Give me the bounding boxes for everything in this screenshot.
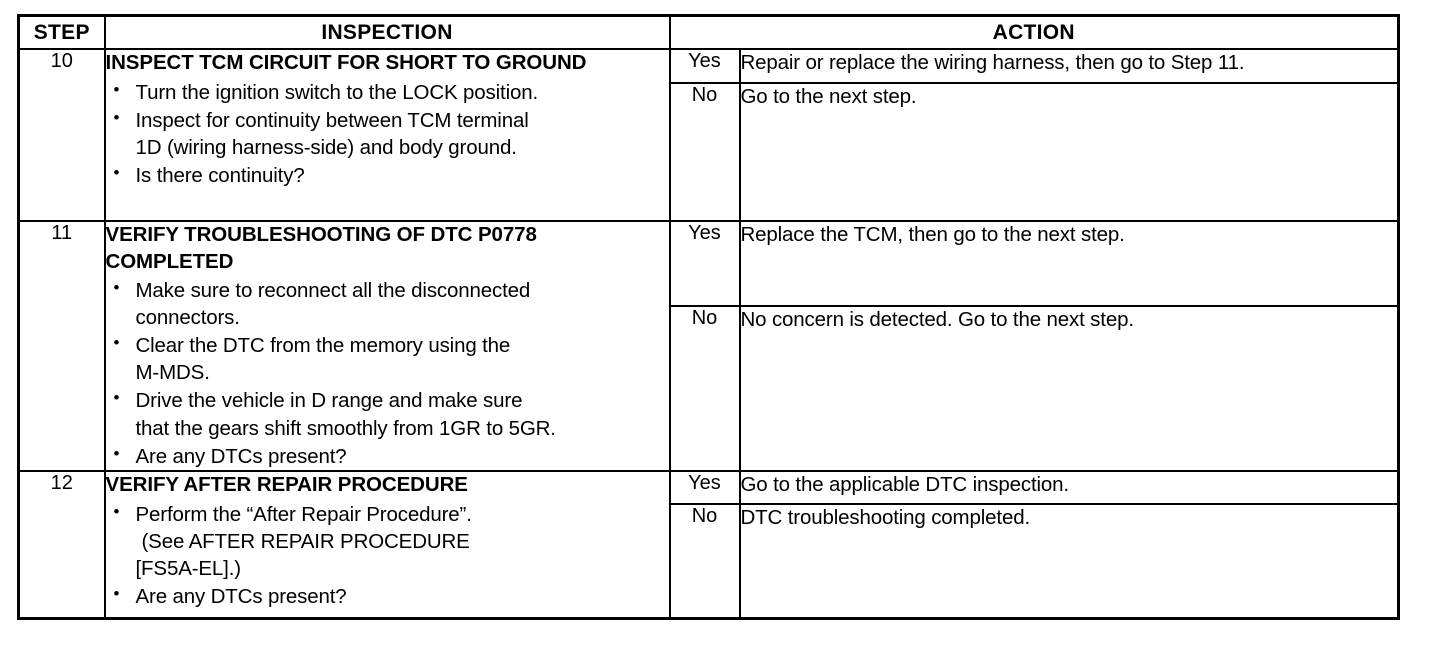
list-item: • Is there continuity?: [106, 162, 669, 189]
list-item: • Make sure to reconnect all the disconn…: [106, 277, 669, 331]
bullet-line: that the gears shift smoothly from 1GR t…: [135, 416, 557, 440]
inspection-bullet-list: • Perform the “After Repair Procedure”. …: [106, 501, 669, 610]
table-row: No No concern is detected. Go to the nex…: [19, 305, 1400, 472]
step-number: 11: [17, 220, 106, 472]
list-item: • Clear the DTC from the memory using th…: [106, 332, 669, 386]
bullet-line: [FS5A-EL].): [135, 556, 242, 580]
answer-label-yes: Yes: [668, 470, 741, 505]
dtc-troubleshooting-table: STEP INSPECTION ACTION 10 INSPECT TCM CI…: [17, 14, 1401, 620]
action-text-no: No concern is detected. Go to the next s…: [738, 305, 1400, 472]
answer-label-no: No: [668, 305, 741, 472]
inspection-title: INSPECT TCM CIRCUIT FOR SHORT TO GROUND: [105, 51, 587, 74]
list-item: • Are any DTCs present?: [106, 583, 669, 610]
answer-label-yes: Yes: [668, 220, 741, 307]
inspection-cell: INSPECT TCM CIRCUIT FOR SHORT TO GROUND …: [103, 48, 671, 222]
bullet-icon: •: [113, 278, 120, 298]
bullet-icon: •: [113, 107, 120, 127]
action-text-yes: Go to the applicable DTC inspection.: [738, 470, 1400, 505]
column-header-step: STEP: [17, 14, 106, 50]
table-row: 12 VERIFY AFTER REPAIR PROCEDURE • Perfo…: [17, 470, 1400, 620]
bullet-icon: •: [113, 583, 120, 603]
bullet-line: Are any DTCs present?: [135, 444, 347, 468]
list-item: • Turn the ignition switch to the LOCK p…: [106, 79, 669, 106]
inspection-cell: VERIFY TROUBLESHOOTING OF DTC P0778 COMP…: [103, 220, 671, 472]
table-row: No DTC troubleshooting completed.: [19, 503, 1400, 620]
list-item: • Inspect for continuity between TCM ter…: [106, 107, 669, 161]
inspection-bullet-list: • Turn the ignition switch to the LOCK p…: [106, 79, 669, 189]
bullet-line: 1D (wiring harness-side) and body ground…: [135, 135, 517, 159]
list-item: • Drive the vehicle in D range and make …: [106, 387, 669, 441]
bullet-line: M-MDS.: [135, 361, 210, 385]
bullet-icon: •: [113, 162, 120, 182]
table-row: 10 INSPECT TCM CIRCUIT FOR SHORT TO GROU…: [17, 48, 1400, 222]
bullet-line: Inspect for continuity between TCM termi…: [135, 108, 529, 132]
column-header-action: ACTION: [668, 14, 1400, 50]
step-number: 10: [17, 48, 106, 222]
inspection-bullet-list: • Make sure to reconnect all the disconn…: [106, 277, 669, 469]
bullet-icon: •: [113, 443, 120, 463]
table-header-row: STEP INSPECTION ACTION: [17, 14, 1400, 50]
table-row: No Go to the next step.: [19, 82, 1400, 222]
answer-label-no: No: [668, 82, 741, 222]
inspection-title: VERIFY AFTER REPAIR PROCEDURE: [105, 473, 468, 496]
column-header-inspection: INSPECTION: [103, 14, 671, 50]
action-text-no: Go to the next step.: [738, 82, 1400, 222]
bullet-icon: •: [113, 388, 120, 408]
bullet-line: Make sure to reconnect all the disconnec…: [135, 279, 531, 303]
table-row: 11 VERIFY TROUBLESHOOTING OF DTC P0778 C…: [17, 220, 1400, 472]
list-item: • Perform the “After Repair Procedure”. …: [106, 501, 669, 582]
inspection-title: VERIFY TROUBLESHOOTING OF DTC P0778 COMP…: [105, 223, 537, 273]
answer-label-yes: Yes: [668, 48, 741, 84]
bullet-icon: •: [113, 79, 120, 99]
action-text-yes: Repair or replace the wiring harness, th…: [738, 48, 1400, 84]
bullet-line: Are any DTCs present?: [135, 584, 347, 608]
bullet-icon: •: [113, 333, 120, 353]
list-item: • Are any DTCs present?: [106, 443, 669, 470]
bullet-line: Turn the ignition switch to the LOCK pos…: [135, 80, 539, 104]
bullet-line: Drive the vehicle in D range and make su…: [135, 389, 523, 413]
bullet-line: Perform the “After Repair Procedure”.: [135, 502, 472, 526]
bullet-line: (See AFTER REPAIR PROCEDURE: [141, 529, 470, 553]
bullet-icon: •: [113, 501, 120, 521]
action-text-no: DTC troubleshooting completed.: [738, 503, 1400, 620]
step-number: 12: [17, 470, 106, 620]
bullet-line: Clear the DTC from the memory using the: [135, 334, 511, 358]
bullet-line: Is there continuity?: [135, 163, 305, 187]
inspection-cell: VERIFY AFTER REPAIR PROCEDURE • Perform …: [103, 470, 671, 620]
action-text-yes: Replace the TCM, then go to the next ste…: [738, 220, 1400, 307]
bullet-line: connectors.: [135, 306, 240, 330]
answer-label-no: No: [668, 503, 741, 620]
